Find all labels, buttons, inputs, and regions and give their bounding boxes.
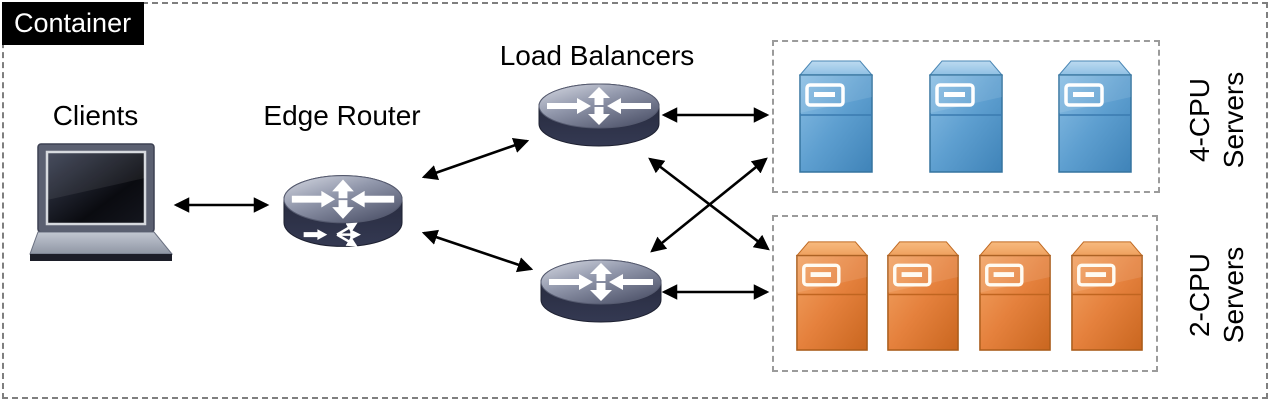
clients-label: Clients: [52, 100, 139, 131]
cpu2-label-line1: 2-CPU: [1183, 253, 1215, 338]
laptop-icon: [29, 143, 174, 261]
cpu4-label-line2: Servers: [1218, 71, 1249, 169]
server-icon-orange: [795, 241, 869, 351]
cpu4-label-line1: 4-CPU: [1183, 78, 1215, 163]
router-arrows-glyph: [549, 263, 653, 301]
edge-router-fanout-glyph: [303, 222, 361, 247]
server-icon-blue: [798, 60, 874, 173]
router-arrows-glyph: [547, 87, 651, 125]
server-icon-orange: [978, 241, 1052, 351]
container-title: Container: [2, 2, 144, 45]
server-icon-orange: [1070, 241, 1144, 351]
server-icon-orange: [886, 241, 960, 351]
server-icon-blue: [928, 60, 1004, 173]
load-balancers-label: Load Balancers: [499, 40, 695, 71]
server-icon-blue: [1057, 60, 1133, 173]
cpu4-group-label: 4-CPU Servers: [1147, 53, 1270, 187]
cpu4-group-box: [772, 40, 1160, 193]
edge-router-icon: [283, 175, 403, 247]
load-balancer-1-icon: [538, 83, 660, 147]
edge-router-label: Edge Router: [263, 100, 421, 131]
cpu2-group-label: 2-CPU Servers: [1147, 228, 1270, 362]
cpu2-label-line2: Servers: [1218, 246, 1249, 344]
router-arrows-glyph: [291, 179, 395, 219]
load-balancer-2-icon: [540, 259, 662, 323]
cpu2-group-box: [772, 215, 1158, 372]
